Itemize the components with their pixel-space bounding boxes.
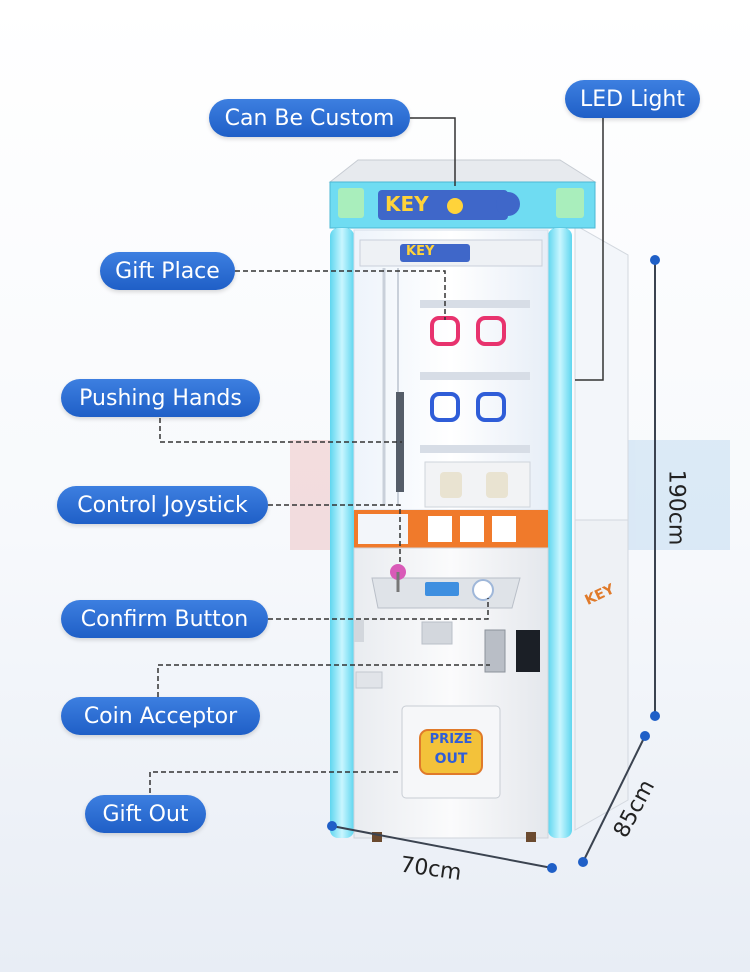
dimension-lines [327,255,660,873]
dimension-height: 190cm [663,469,689,546]
label-gift-place: Gift Place [100,252,235,290]
label-coin-acceptor: Coin Acceptor [61,697,260,735]
confirm-button-knob [472,579,494,601]
prize-out-bottom-text: OUT [434,751,468,767]
led-pillar-left [330,228,354,838]
label-pushing-hands: Pushing Hands [61,379,260,417]
coin-acceptor-slot [484,629,506,673]
label-control-joystick: Control Joystick [57,486,268,524]
header-top [328,159,597,183]
inner-logo-text: KEY [406,244,435,259]
label-gift-out: Gift Out [85,795,206,833]
header-logo-text: KEY [385,192,429,216]
label-led-light: LED Light [565,80,700,118]
led-pillar-right [548,228,572,838]
gift-keys-blue [430,392,506,422]
prize-out-top-text: PRIZE [429,732,473,747]
label-confirm-button: Confirm Button [61,600,268,638]
label-can-be-custom: Can Be Custom [209,99,410,137]
leader-lines [149,117,604,793]
